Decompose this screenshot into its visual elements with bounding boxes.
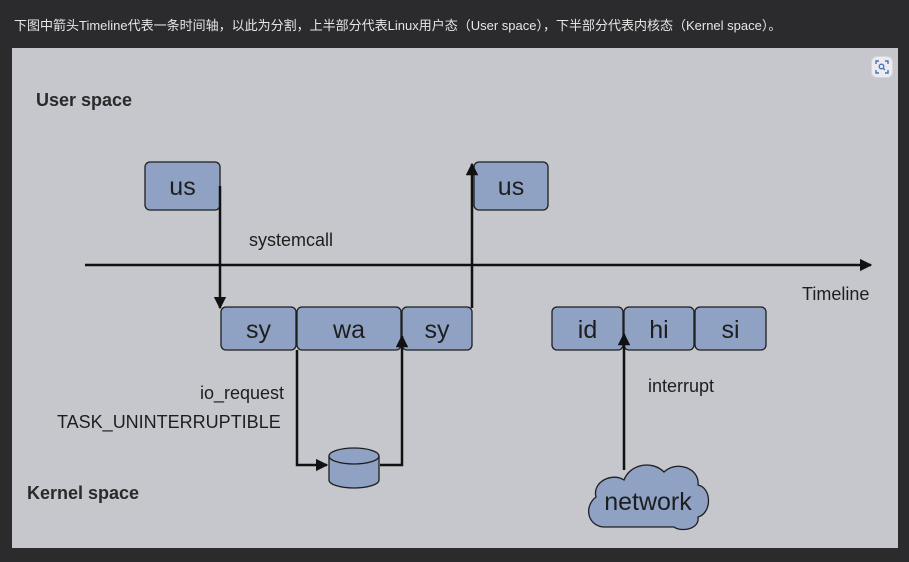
kernel-space-label: Kernel space <box>27 483 139 503</box>
user-space-label: User space <box>36 90 132 110</box>
box-sy-2-label: sy <box>425 316 451 344</box>
systemcall-label: systemcall <box>249 230 333 250</box>
disk-icon <box>328 447 380 489</box>
box-us-2: us <box>473 161 549 211</box>
page-caption: 下图中箭头Timeline代表一条时间轴，以此为分割，上半部分代表Linux用户… <box>14 18 782 33</box>
diagram-panel <box>12 48 898 548</box>
interrupt-label: interrupt <box>648 376 714 396</box>
cloud-icon: network <box>588 464 710 531</box>
box-sy-2: sy <box>401 306 473 351</box>
box-us-1-label: us <box>169 173 195 201</box>
box-hi-label: hi <box>649 316 668 344</box>
box-hi: hi <box>623 306 695 351</box>
network-label: network <box>604 488 692 516</box>
task-uninterruptible-label: TASK_UNINTERRUPTIBLE <box>57 412 281 433</box>
io-complete-arrow <box>380 334 409 467</box>
zoom-button[interactable] <box>871 56 893 78</box>
zoom-icon <box>875 60 889 74</box>
io-request-label: io_request <box>200 383 284 404</box>
io-request-arrow <box>295 350 329 472</box>
box-id: id <box>551 306 624 351</box>
box-us-1: us <box>144 161 221 211</box>
box-wa: wa <box>296 306 402 351</box>
box-wa-label: wa <box>332 316 365 344</box>
timeline-label: Timeline <box>802 284 869 304</box>
box-us-2-label: us <box>498 173 524 201</box>
box-si-label: si <box>721 316 739 344</box>
box-id-label: id <box>578 316 597 344</box>
box-si: si <box>694 306 767 351</box>
box-sy-1: sy <box>220 306 297 351</box>
box-sy-1-label: sy <box>246 316 272 344</box>
